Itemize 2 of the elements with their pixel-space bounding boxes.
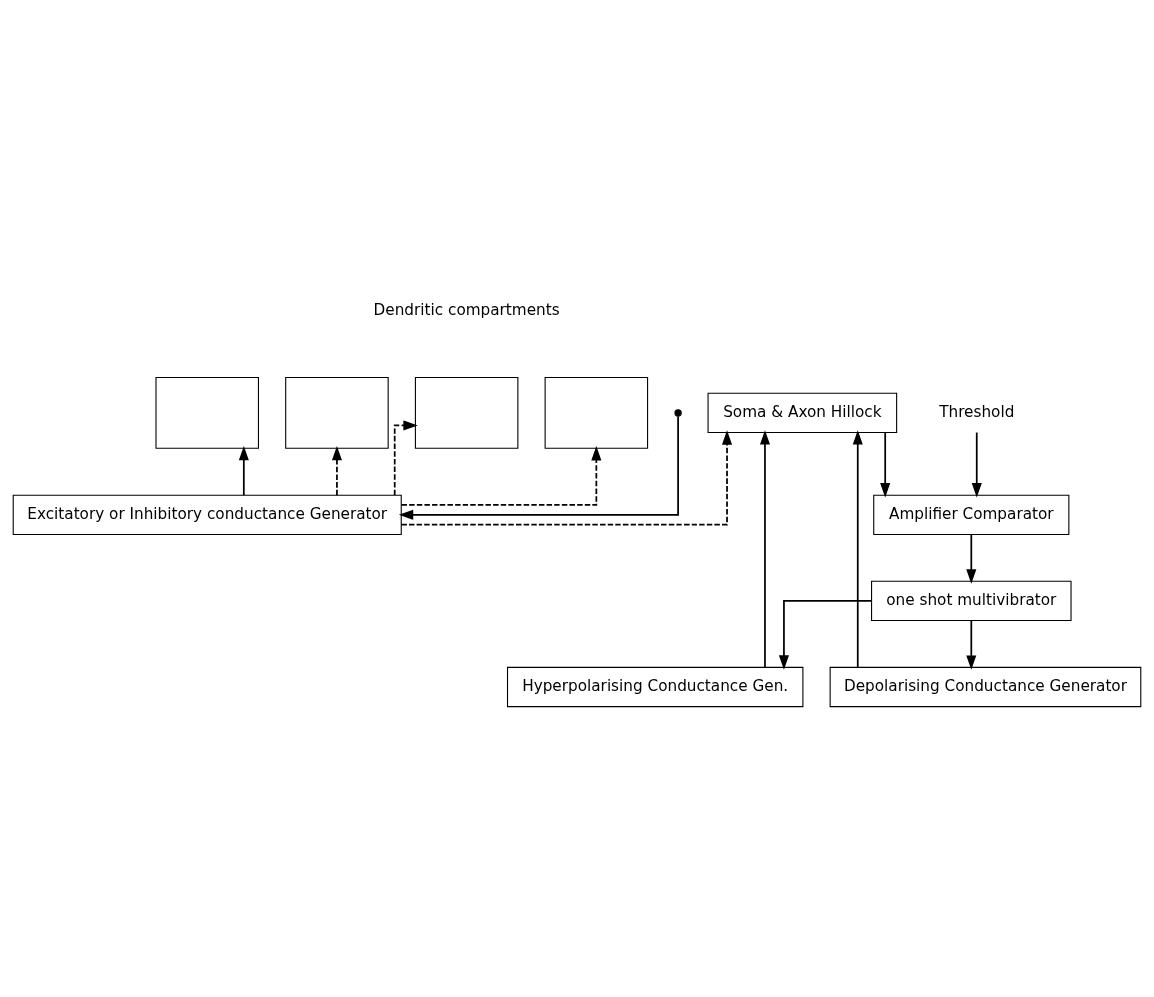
label: Dendritic compartments [373,300,560,319]
node-text: Threshold [939,402,1015,421]
